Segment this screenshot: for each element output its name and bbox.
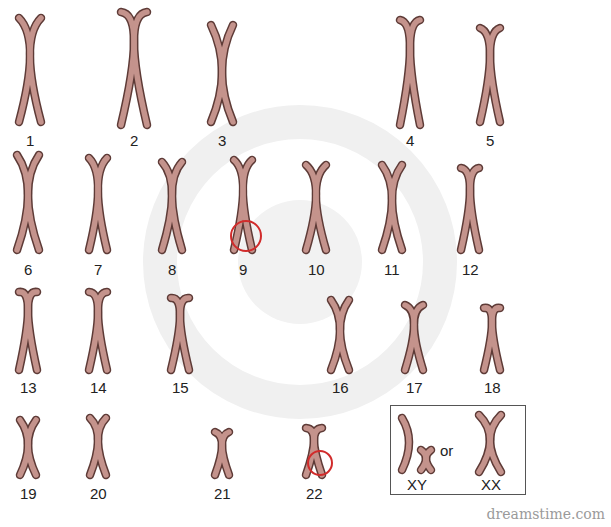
chromosome-number: 13	[20, 380, 37, 395]
chromosome-label: XY	[407, 477, 427, 492]
chromosome-number: 12	[462, 262, 479, 277]
chromosome-number: 5	[486, 133, 494, 148]
chromosome-number: 7	[94, 262, 102, 277]
chromosome-label: XX	[481, 477, 501, 492]
highlight-circle	[308, 451, 332, 475]
highlight-circle	[231, 221, 261, 251]
chromosome-number: 1	[26, 133, 34, 148]
watermark-text: dreamstime.com	[487, 507, 605, 521]
chromosome-number: 18	[484, 380, 501, 395]
chromosome-number: 16	[332, 380, 349, 395]
chromosome-number: 22	[306, 486, 323, 501]
chromosome-label: or	[440, 443, 453, 458]
chromosome-number: 8	[168, 262, 176, 277]
chromosome-number: 21	[214, 486, 231, 501]
chromosome-number: 14	[90, 380, 107, 395]
chromosome-number: 19	[20, 486, 37, 501]
chromosome-number: 3	[218, 133, 226, 148]
chromosome-number: 15	[172, 380, 189, 395]
chromosome-number: 11	[384, 262, 400, 277]
chromosome-number: 9	[239, 262, 247, 277]
chromosome-number: 20	[90, 486, 107, 501]
chromosome-number: 2	[130, 133, 138, 148]
chromosome-number: 4	[406, 133, 414, 148]
chromosome-number: 10	[308, 262, 325, 277]
chromosome-number: 6	[24, 262, 32, 277]
chromosome-number: 17	[406, 380, 423, 395]
sex-chromosome-box: orXY XX	[390, 405, 526, 495]
